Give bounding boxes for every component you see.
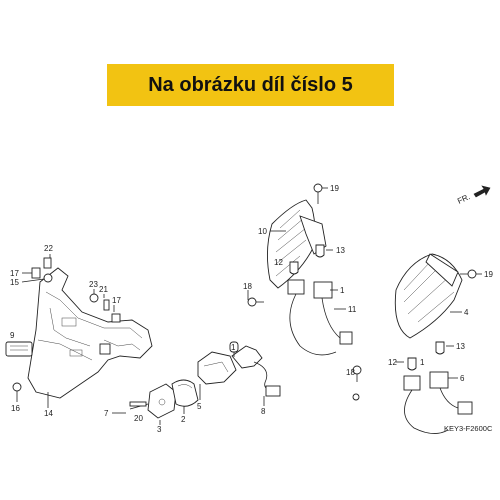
front-marker: FR. xyxy=(456,192,471,206)
callout-13-right: 13 xyxy=(456,342,465,351)
callout-17-right: 17 xyxy=(112,296,121,305)
bulb-part-12-right xyxy=(407,357,417,371)
banner: Na obrázku díl číslo 5 xyxy=(107,64,394,106)
front-arrow-icon: FR. xyxy=(456,185,491,206)
callout-9: 9 xyxy=(10,331,15,340)
banner-text: Na obrázku díl číslo 5 xyxy=(148,74,353,96)
callout-15: 15 xyxy=(10,278,19,287)
callout-17-left: 17 xyxy=(10,269,19,278)
holder-part-2 xyxy=(171,379,199,407)
callout-20: 20 xyxy=(134,414,143,423)
callout-1-left: 1 xyxy=(340,286,345,295)
callout-5: 5 xyxy=(197,402,202,411)
callout-19: 19 xyxy=(330,184,339,193)
callout-21: 21 xyxy=(99,285,108,294)
callout-10: 10 xyxy=(258,227,267,236)
bulb-part-13-right xyxy=(435,341,445,355)
callout-1-center: 1 xyxy=(231,343,236,352)
leader-lines xyxy=(16,187,482,425)
callout-16: 16 xyxy=(11,404,20,413)
callout-12-right: 12 xyxy=(388,358,397,367)
diagram-code: KEY3-F2600C xyxy=(444,424,493,433)
bulb-part-12-left xyxy=(289,261,299,275)
callout-13: 13 xyxy=(336,246,345,255)
callout-8: 8 xyxy=(261,407,266,416)
callout-1-right: 1 xyxy=(420,358,425,367)
left-turn-signal-part-10 xyxy=(267,183,327,289)
callout-19-right: 19 xyxy=(484,270,493,279)
bolt-part-16-right xyxy=(352,393,360,401)
callout-12-left: 12 xyxy=(274,258,283,267)
callout-14: 14 xyxy=(44,409,53,418)
license-lamp-part-9 xyxy=(5,341,33,357)
callout-7: 7 xyxy=(104,409,109,418)
callout-2: 2 xyxy=(181,415,186,424)
bolt-part-20 xyxy=(129,401,147,407)
callout-11: 11 xyxy=(348,305,357,314)
callout-23: 23 xyxy=(89,280,98,289)
right-turn-signal-part-4 xyxy=(394,253,477,339)
callout-labels: 19 10 13 18 12 1 11 19 4 13 12 1 6 18 22… xyxy=(10,184,493,434)
lamp-part-5 xyxy=(197,351,237,385)
callout-18-right: 18 xyxy=(346,368,355,377)
harness-part-8 xyxy=(231,345,281,397)
callout-3: 3 xyxy=(157,425,162,434)
bolt-part-18 xyxy=(247,297,264,307)
callout-6: 6 xyxy=(460,374,465,383)
left-harness-part-11 xyxy=(287,279,353,356)
callout-22: 22 xyxy=(44,244,53,253)
socket-part-3 xyxy=(147,383,177,419)
callout-4: 4 xyxy=(464,308,469,317)
bulb-part-13-left xyxy=(315,244,325,258)
right-harness-part-6 xyxy=(403,371,473,434)
bolt-part-18-right xyxy=(352,365,362,382)
callout-18: 18 xyxy=(243,282,252,291)
rear-fender-part-14 xyxy=(27,267,153,399)
